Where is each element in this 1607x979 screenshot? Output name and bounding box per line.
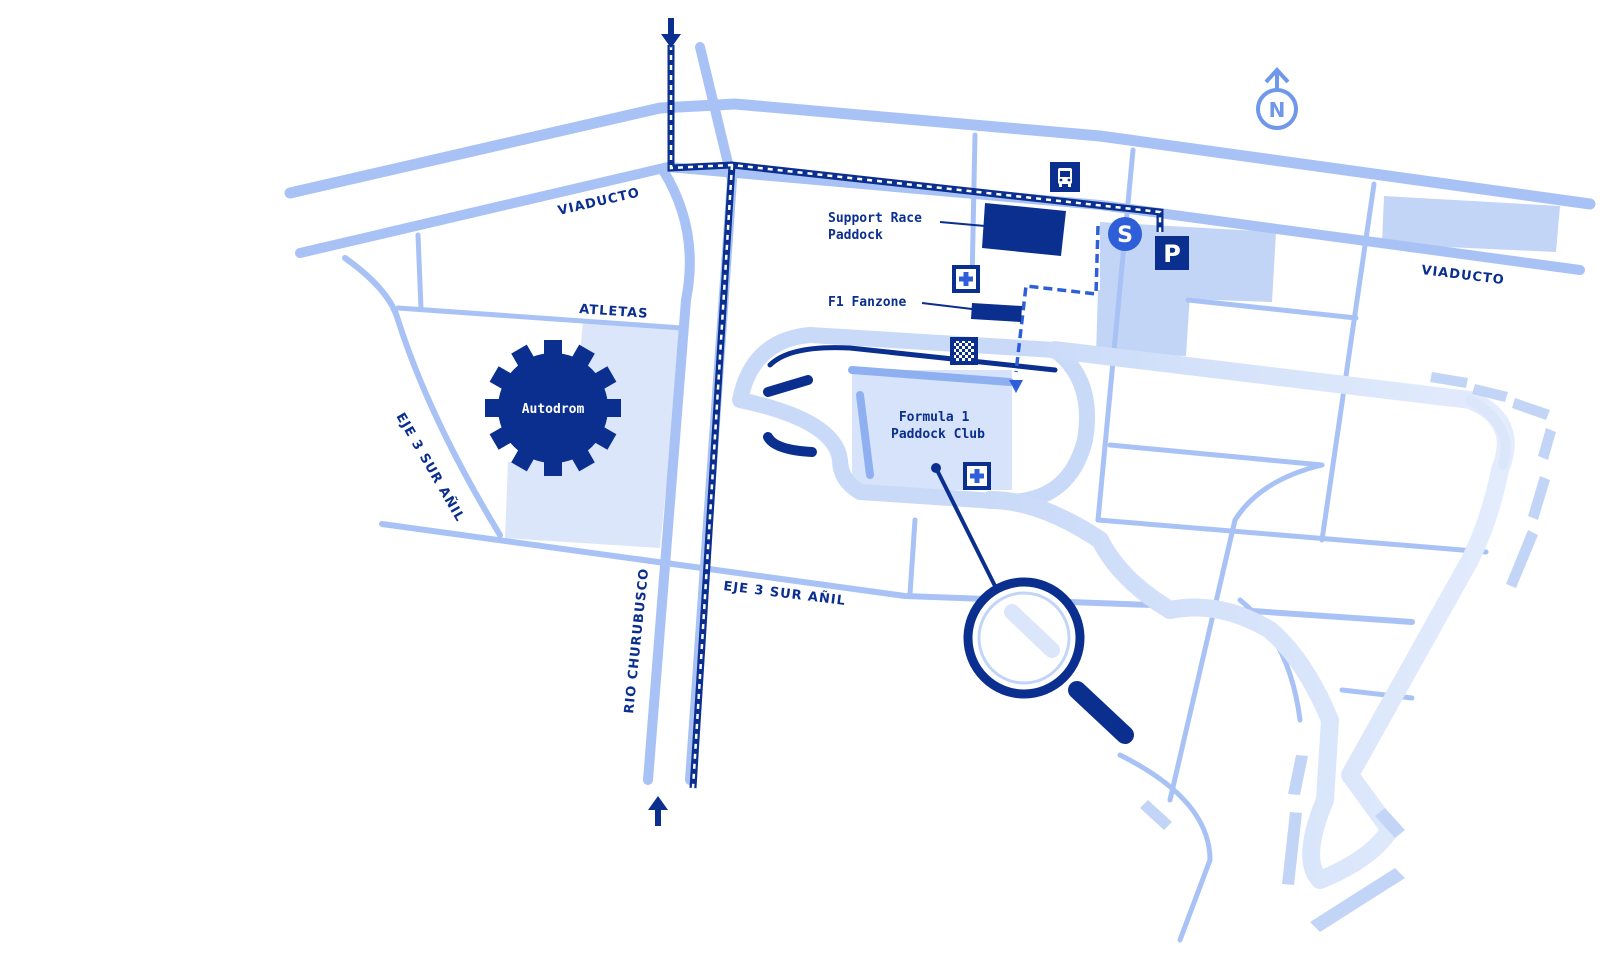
grandstand-11 xyxy=(1140,800,1172,830)
west-grandstand xyxy=(856,391,874,479)
access-route-main-dash xyxy=(669,45,1162,789)
grandstand-9 xyxy=(1375,808,1405,838)
west-connector xyxy=(415,232,424,311)
grandstand-7 xyxy=(1288,755,1308,795)
eje3-diagonal-road xyxy=(342,255,503,538)
parking-area-2 xyxy=(1096,290,1190,356)
grandstand-4 xyxy=(1538,428,1556,460)
support-race-paddock-building xyxy=(982,203,1066,256)
street-f xyxy=(1185,297,1359,321)
parking-route xyxy=(1014,225,1100,373)
grandstand-5 xyxy=(1528,476,1550,520)
north-entry-arrow-icon xyxy=(661,18,681,48)
grandstand-1 xyxy=(1430,372,1468,388)
viaducto-south-road xyxy=(295,162,1585,275)
grandstands xyxy=(1140,372,1556,932)
shuttle-stop-icon[interactable]: S xyxy=(1108,217,1142,251)
rio-churubusco-label: RIO CHURUBUSCO xyxy=(622,567,652,714)
north-label: N xyxy=(1269,98,1286,122)
atletas-label: ATLETAS xyxy=(579,302,649,322)
north-arrow-icon: N xyxy=(1256,67,1298,130)
track-inner-section xyxy=(1465,395,1511,470)
grandstand-8 xyxy=(1282,812,1302,885)
support-race-paddock-leader xyxy=(939,221,986,227)
east-area xyxy=(1382,196,1560,252)
support-race-paddock-label[interactable]: Support Race Paddock xyxy=(828,211,930,243)
autodrom-label[interactable]: Autodrom xyxy=(522,402,585,417)
hairpin-2 xyxy=(763,432,817,457)
magnifier-icon[interactable] xyxy=(931,463,1134,744)
viaducto-east-label: VIADUCTO xyxy=(1421,263,1506,288)
pit-lane xyxy=(767,345,1058,373)
f1-fanzone-label[interactable]: F1 Fanzone xyxy=(828,295,906,310)
race-track xyxy=(732,327,1515,889)
track-loop-outer xyxy=(732,327,1095,510)
checkered-flag-icon xyxy=(950,337,978,365)
access-routes xyxy=(648,18,1164,826)
street-h xyxy=(907,517,918,597)
atletas-road xyxy=(395,305,685,331)
parking-route-arrow xyxy=(1009,380,1023,393)
paddock-club-grandstand xyxy=(848,366,1014,386)
place-labels: Support Race Paddock F1 Fanzone Formula … xyxy=(828,211,985,442)
svg-text:S: S xyxy=(1117,223,1133,248)
rio-churubusco-road-west xyxy=(643,165,695,785)
street-g xyxy=(1167,462,1325,803)
hairpin-1 xyxy=(763,375,813,397)
street-a xyxy=(969,132,978,285)
autodrom-gear-icon xyxy=(485,340,621,476)
grandstand-2 xyxy=(1472,384,1508,402)
parking-icon[interactable]: P xyxy=(1155,236,1189,270)
street-e xyxy=(1107,442,1325,468)
grandstand-3 xyxy=(1512,398,1550,420)
svg-text:P: P xyxy=(1163,240,1181,268)
f1-fanzone-leader xyxy=(921,302,973,310)
f1-fanzone-building xyxy=(971,303,1022,322)
medical-cross-icon xyxy=(963,462,991,490)
buildings xyxy=(921,203,1066,322)
street-i xyxy=(1117,752,1213,943)
grandstand-6 xyxy=(1506,530,1538,588)
eje3-diagonal-label: EJE 3 SUR AÑIL xyxy=(393,410,468,525)
track-east-section xyxy=(981,341,1515,889)
medical-cross-icon xyxy=(952,265,980,293)
street-d xyxy=(1095,517,1489,555)
grandstand-10 xyxy=(1310,868,1405,932)
street-c xyxy=(1319,181,1377,543)
south-entry-arrow-icon xyxy=(648,796,668,826)
bus-icon xyxy=(1050,162,1080,192)
paddock-club-label[interactable]: Formula 1 Paddock Club xyxy=(891,410,985,442)
viaducto-north-road xyxy=(284,98,1596,210)
rio-churubusco-road-east xyxy=(685,42,737,785)
